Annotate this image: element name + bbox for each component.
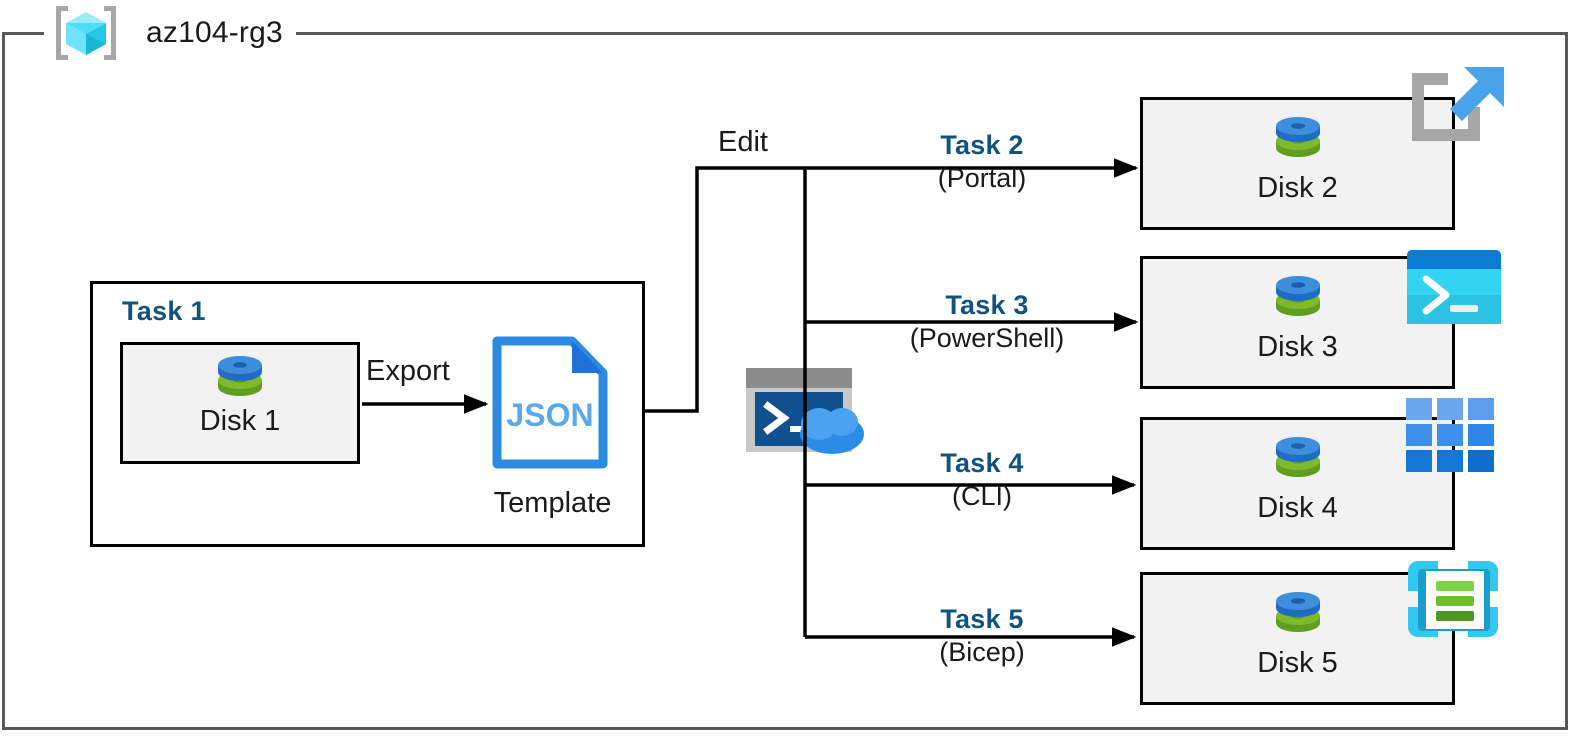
cloud-shell-icon [746, 368, 864, 454]
task2-edge-label: Task 2 (Portal) [857, 130, 1107, 194]
azure-cli-icon [1406, 398, 1494, 472]
resource-group-name: az104-rg3 [146, 16, 283, 49]
task1-label: Task 1 [122, 296, 206, 326]
task4-tool: (CLI) [952, 481, 1012, 511]
json-file-label: JSON [506, 397, 593, 433]
template-caption: Template [493, 487, 612, 519]
edit-label: Edit [718, 126, 768, 158]
managed-disk-icon [1275, 276, 1320, 316]
task3-tool: (PowerShell) [909, 323, 1065, 353]
disk4-box: Disk 4 [1140, 417, 1455, 550]
task2-name: Task 2 [940, 130, 1024, 160]
task4-edge-label: Task 4 (CLI) [857, 448, 1107, 512]
disk3-box: Disk 3 [1140, 256, 1455, 389]
task3-name: Task 3 [945, 290, 1029, 320]
task4-name: Task 4 [940, 448, 1024, 478]
disk2-box: Disk 2 [1140, 97, 1455, 230]
json-file-icon: JSON [492, 336, 608, 469]
disk5-caption: Disk 5 [1257, 647, 1338, 679]
managed-disk-icon [1275, 437, 1320, 477]
disk1-caption: Disk 1 [199, 405, 281, 437]
disk5-box: Disk 5 [1140, 572, 1455, 705]
task3-edge-label: Task 3 (PowerShell) [862, 290, 1112, 354]
azure-resource-group-icon [56, 6, 116, 60]
task5-edge-label: Task 5 (Bicep) [857, 604, 1107, 668]
azure-portal-icon [1412, 67, 1504, 141]
managed-disk-icon [218, 356, 262, 396]
task5-name: Task 5 [940, 604, 1024, 634]
disk3-caption: Disk 3 [1257, 331, 1338, 363]
powershell-icon [1407, 250, 1501, 324]
task5-tool: (Bicep) [939, 637, 1025, 667]
resource-group-frame [2, 32, 1568, 730]
managed-disk-icon [1275, 592, 1320, 632]
disk2-caption: Disk 2 [1257, 172, 1338, 204]
bicep-icon [1408, 561, 1498, 637]
disk4-caption: Disk 4 [1257, 492, 1338, 524]
task2-tool: (Portal) [937, 163, 1027, 193]
managed-disk-icon [1275, 117, 1320, 157]
disk1-box: Disk 1 [120, 342, 360, 464]
export-label: Export [366, 355, 450, 387]
